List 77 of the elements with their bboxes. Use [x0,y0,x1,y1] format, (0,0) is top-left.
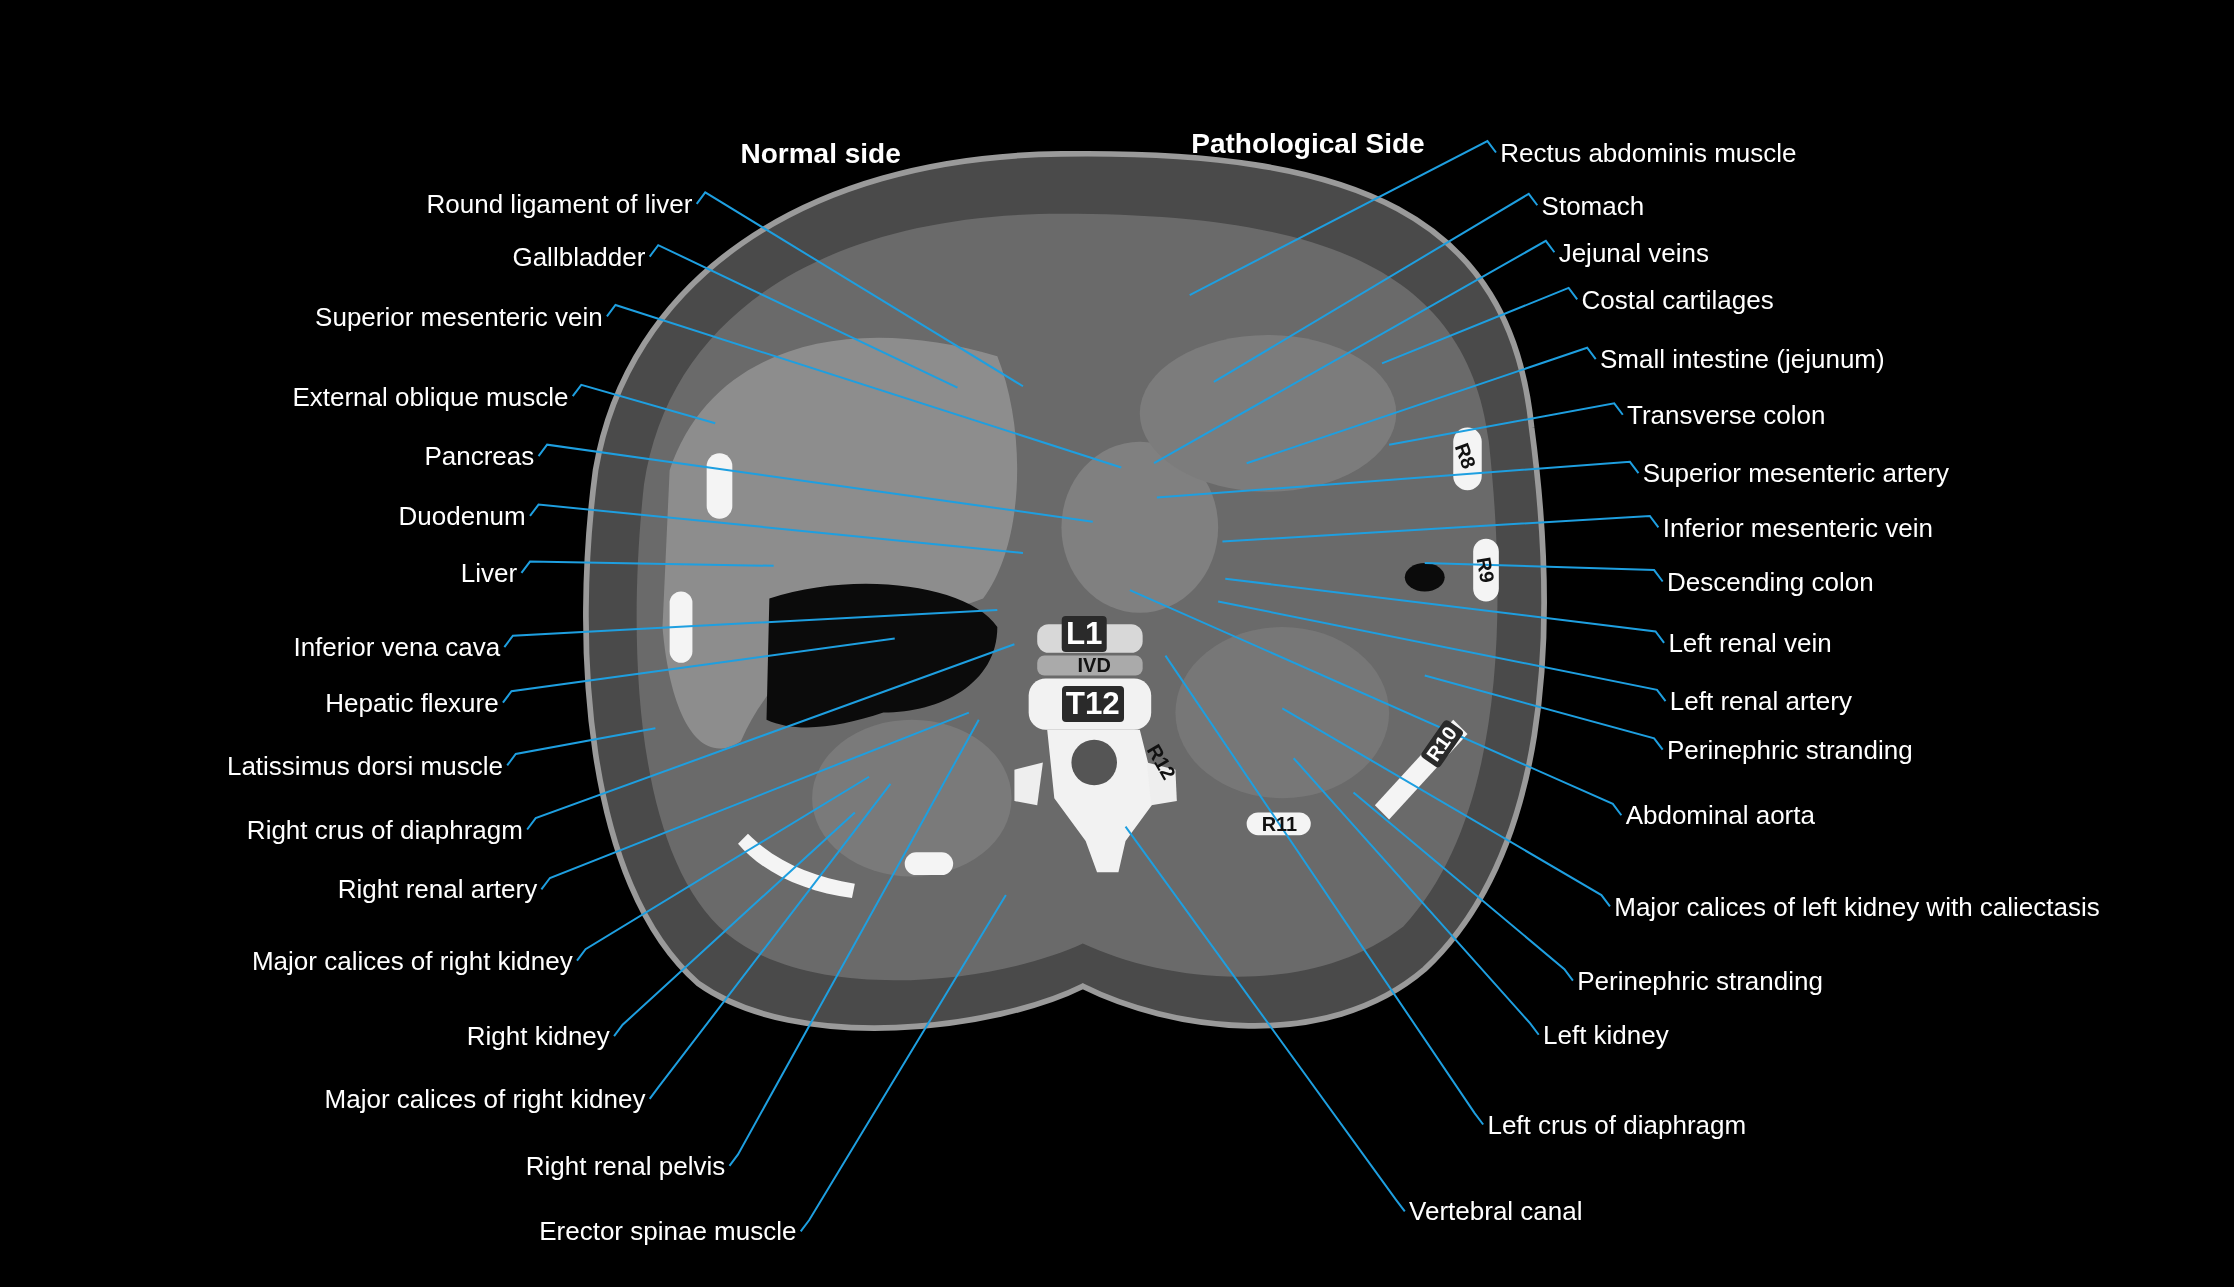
leader-line [1128,589,1623,817]
callout-label: Left kidney [1543,1020,1669,1051]
leader-line [1217,600,1667,703]
scan-annotation: IVD [1077,653,1111,677]
leader-line [571,383,717,425]
callout-label: Stomach [1541,191,1645,222]
callout-label: Descending colon [1666,567,1874,598]
leader-line [1155,460,1640,499]
callout-label: Major calices of right kidney [324,1084,646,1115]
leader-line [576,775,871,962]
callout-label: Superior mesenteric artery [1642,459,1950,490]
leader-line [613,811,856,1038]
callout-label: Right renal artery [337,875,538,906]
leader-line [529,503,1024,554]
side-heading: Pathological Side [1191,127,1425,160]
callout-label: Liver [460,559,518,590]
leader-line [1164,654,1485,1126]
leader-line [1388,402,1624,446]
leader-line [799,894,1007,1233]
leader-line [1245,346,1597,465]
callout-label: Major calices of right kidney [251,946,573,977]
leader-line [506,727,657,767]
scan-annotation: L1 [1061,616,1107,652]
callout-label: Jejunal veins [1558,238,1709,269]
leader-line [1212,192,1539,383]
leader-line [501,637,896,704]
callout-label: Perinephric stranding [1577,966,1823,997]
callout-label: Hepatic flexure [325,688,499,719]
callout-label: Inferior mesenteric vein [1662,513,1933,544]
callout-label: Latissimus dorsi muscle [226,751,503,782]
callout-label: Perinephric stranding [1666,735,1913,766]
leader-line [1352,791,1574,982]
callout-label: Left renal vein [1668,629,1832,659]
leader-line [1292,757,1540,1036]
scan-annotation: T12 [1061,685,1124,722]
leader-line [605,303,1123,469]
leader-line [728,718,980,1167]
leader-line [648,782,892,1100]
leader-line [1423,674,1664,751]
callout-label: Right kidney [466,1022,610,1053]
callout-label: Rectus abdominis muscle [1500,138,1797,169]
callout-label: Vertebral canal [1409,1197,1583,1228]
callout-label: Right crus of diaphragm [246,815,523,846]
callout-label: Transverse colon [1627,401,1826,431]
callout-label: Duodenum [398,502,526,533]
leader-line [1381,286,1579,365]
leader-line [1423,561,1664,583]
callout-label: Costal cartilages [1581,285,1774,316]
callout-label: Right renal pelvis [525,1151,726,1182]
leader-line [1188,139,1497,297]
side-heading: Normal side [740,137,901,170]
leader-line [1153,239,1556,465]
leader-line [503,609,999,649]
scan-annotation: R8 [1449,440,1480,472]
leader-line [520,560,775,574]
callout-label: Pancreas [424,442,535,473]
callout-label: External oblique muscle [292,382,569,413]
callout-label: Small intestine (jejunum) [1600,345,1885,376]
leader-line [695,191,1024,388]
callout-label: Left crus of diaphragm [1487,1110,1747,1141]
leader-line [540,711,970,891]
callout-label: Inferior vena cava [293,633,501,664]
callout-label: Round ligament of liver [426,190,693,221]
callout-label: Major calices of left kidney with caliectasis [1614,892,2100,923]
leader-line [1221,514,1660,543]
leader-line [1124,825,1406,1213]
leader-line [648,243,959,389]
callout-label: Abdominal aorta [1625,801,1815,832]
leader-line [537,443,1094,523]
leader-line [526,643,1016,831]
scan-annotation: R9 [1471,555,1499,585]
callout-label: Superior mesenteric vein [315,302,603,333]
leader-line [1224,577,1666,644]
callout-label: Left renal artery [1669,687,1852,718]
callout-label: Gallbladder [512,242,646,273]
callout-label: Erector spinae muscle [539,1217,797,1248]
leader-line [1281,707,1611,908]
